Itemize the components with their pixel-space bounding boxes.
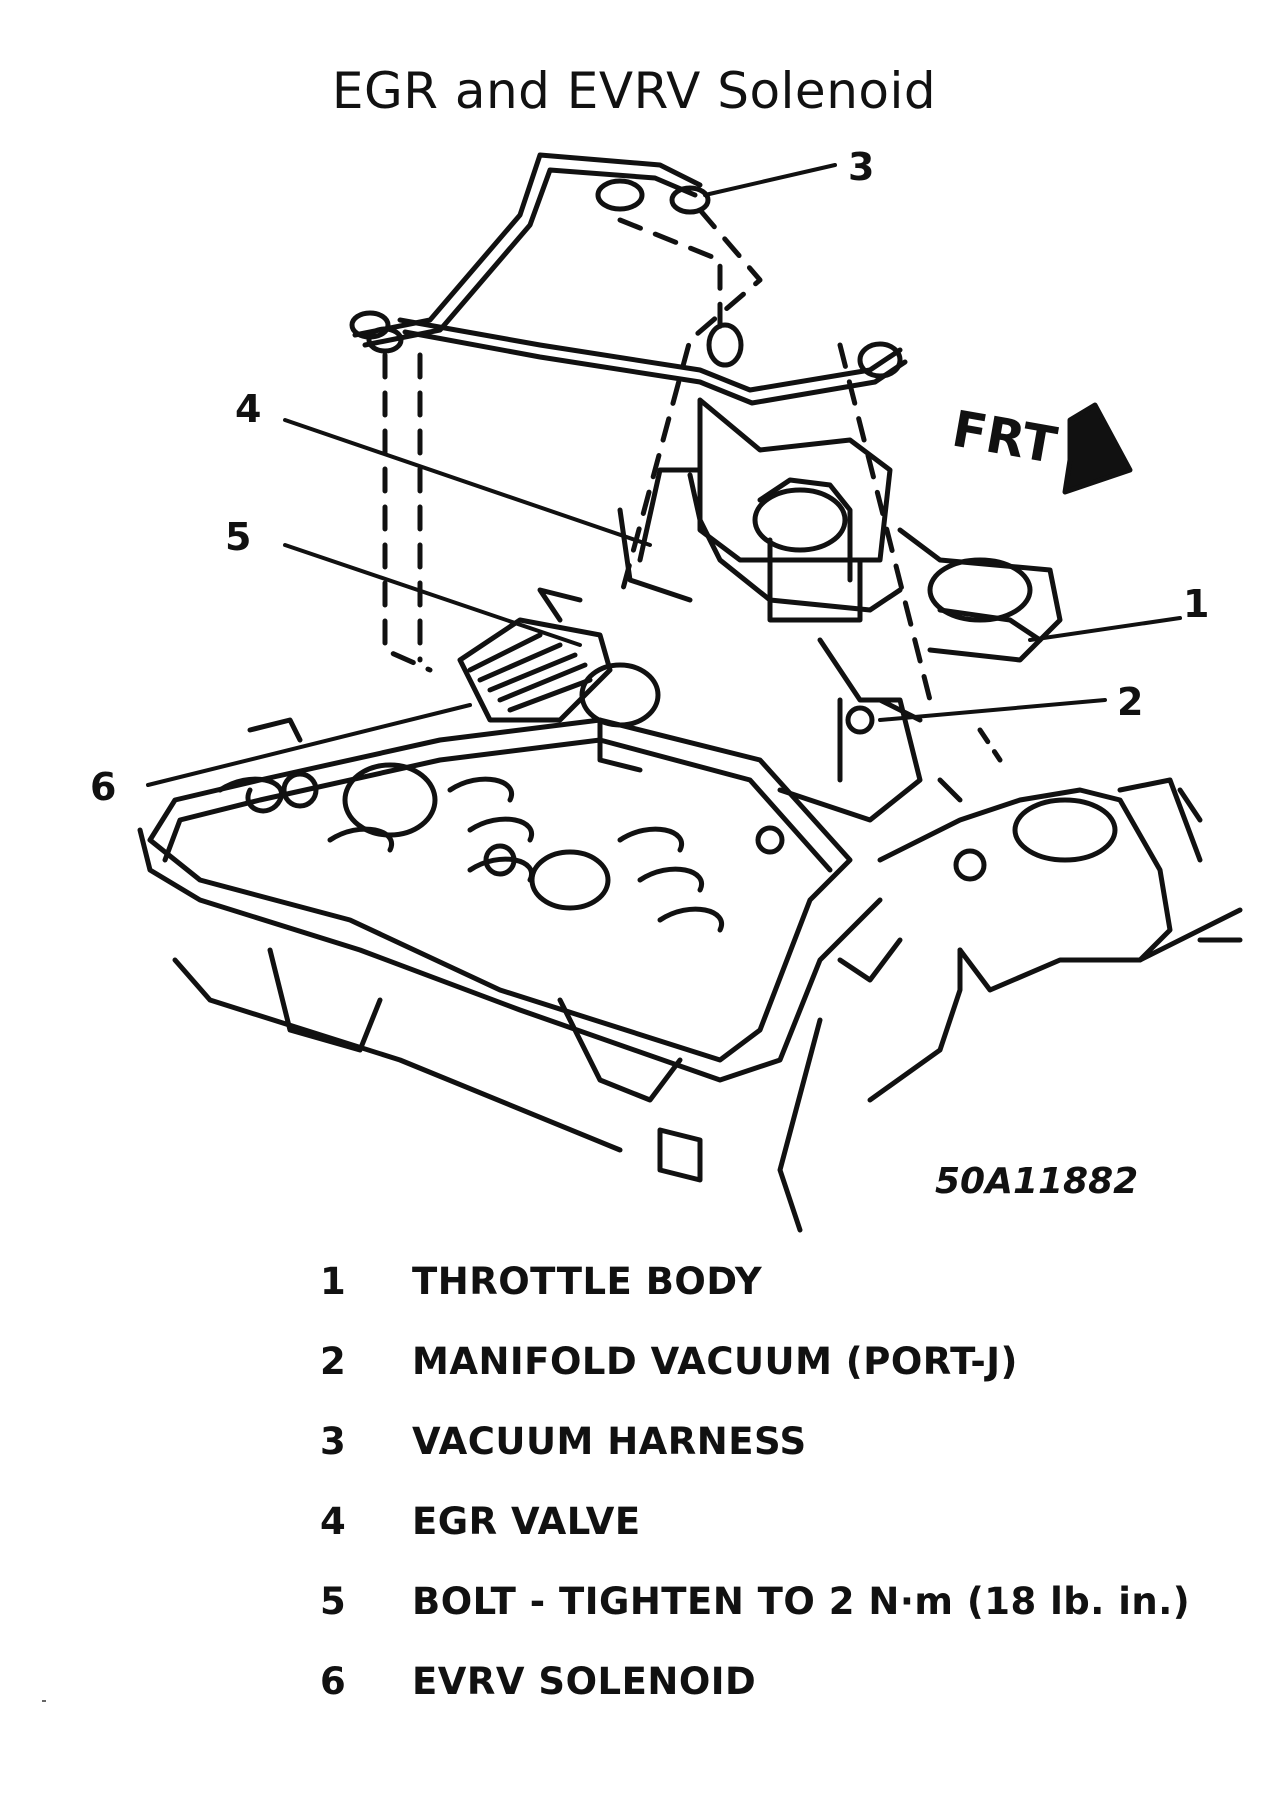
callout-6: 6 <box>90 765 116 809</box>
callout-5: 5 <box>225 515 251 559</box>
egr-valve-illustration <box>617 397 903 623</box>
legend-item: 3 VACUUM HARNESS <box>320 1420 1190 1500</box>
legend-item: 2 MANIFOLD VACUUM (PORT-J) <box>320 1340 1190 1420</box>
legend-item: 5 BOLT - TIGHTEN TO 2 N·m (18 lb. in.) <box>320 1580 1190 1660</box>
front-direction-indicator: FRT <box>948 400 1133 495</box>
legend-label: EGR VALVE <box>412 1500 641 1543</box>
legend-number: 6 <box>320 1660 346 1703</box>
legend-label: BOLT - TIGHTEN TO 2 N·m (18 lb. in.) <box>412 1580 1191 1623</box>
engine-diagram: FRT 1 2 3 4 5 6 50A11882 <box>90 145 1243 1233</box>
figure-id: 50A11882 <box>935 1161 1138 1202</box>
callout-4: 4 <box>235 387 261 431</box>
manifold-housing-illustration <box>867 777 1243 1103</box>
vacuum-harness-illustration <box>349 152 1003 763</box>
legend-number: 2 <box>320 1340 346 1383</box>
callout-2: 2 <box>1117 680 1143 724</box>
legend-label: MANIFOLD VACUUM (PORT-J) <box>412 1340 1018 1383</box>
callout-leaders <box>146 163 1182 787</box>
legend-number: 5 <box>320 1580 346 1623</box>
legend-item: 1 THROTTLE BODY <box>320 1260 1190 1340</box>
legend-number: 1 <box>320 1260 346 1303</box>
throttle-body-illustration <box>777 527 1063 823</box>
parts-legend: 1 THROTTLE BODY 2 MANIFOLD VACUUM (PORT-… <box>320 1260 1190 1740</box>
legend-item: 6 EVRV SOLENOID <box>320 1660 1190 1740</box>
valve-cover-illustration <box>137 717 963 1233</box>
front-arrow-icon <box>1062 402 1133 495</box>
legend-item: 4 EGR VALVE <box>320 1500 1190 1580</box>
callout-3: 3 <box>848 145 874 189</box>
callout-1: 1 <box>1183 582 1209 626</box>
legend-label: THROTTLE BODY <box>412 1260 763 1303</box>
legend-number: 4 <box>320 1500 346 1543</box>
frt-label: FRT <box>948 400 1061 475</box>
legend-number: 3 <box>320 1420 346 1463</box>
legend-label: EVRV SOLENOID <box>412 1660 757 1703</box>
evrv-solenoid-illustration <box>457 587 661 773</box>
legend-label: VACUUM HARNESS <box>412 1420 807 1463</box>
scan-speck <box>42 1700 46 1702</box>
diagram-title: EGR and EVRV Solenoid <box>331 62 937 120</box>
